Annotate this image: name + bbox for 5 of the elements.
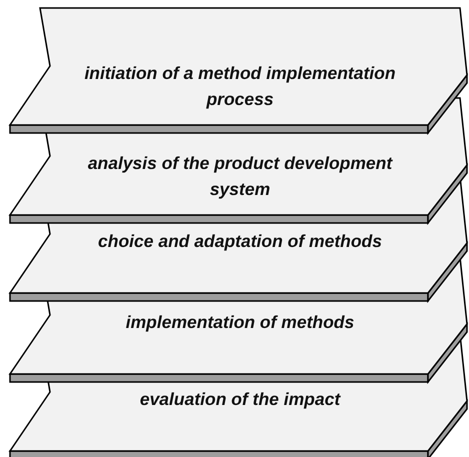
step-label: evaluation of the impact [138,388,342,411]
step-label: implementation of methods [124,311,356,334]
step-label: analysis of the product development system [86,152,394,201]
step-label: initiation of a method implementation process [83,62,397,111]
step-label: choice and adaptation of methods [97,230,383,253]
